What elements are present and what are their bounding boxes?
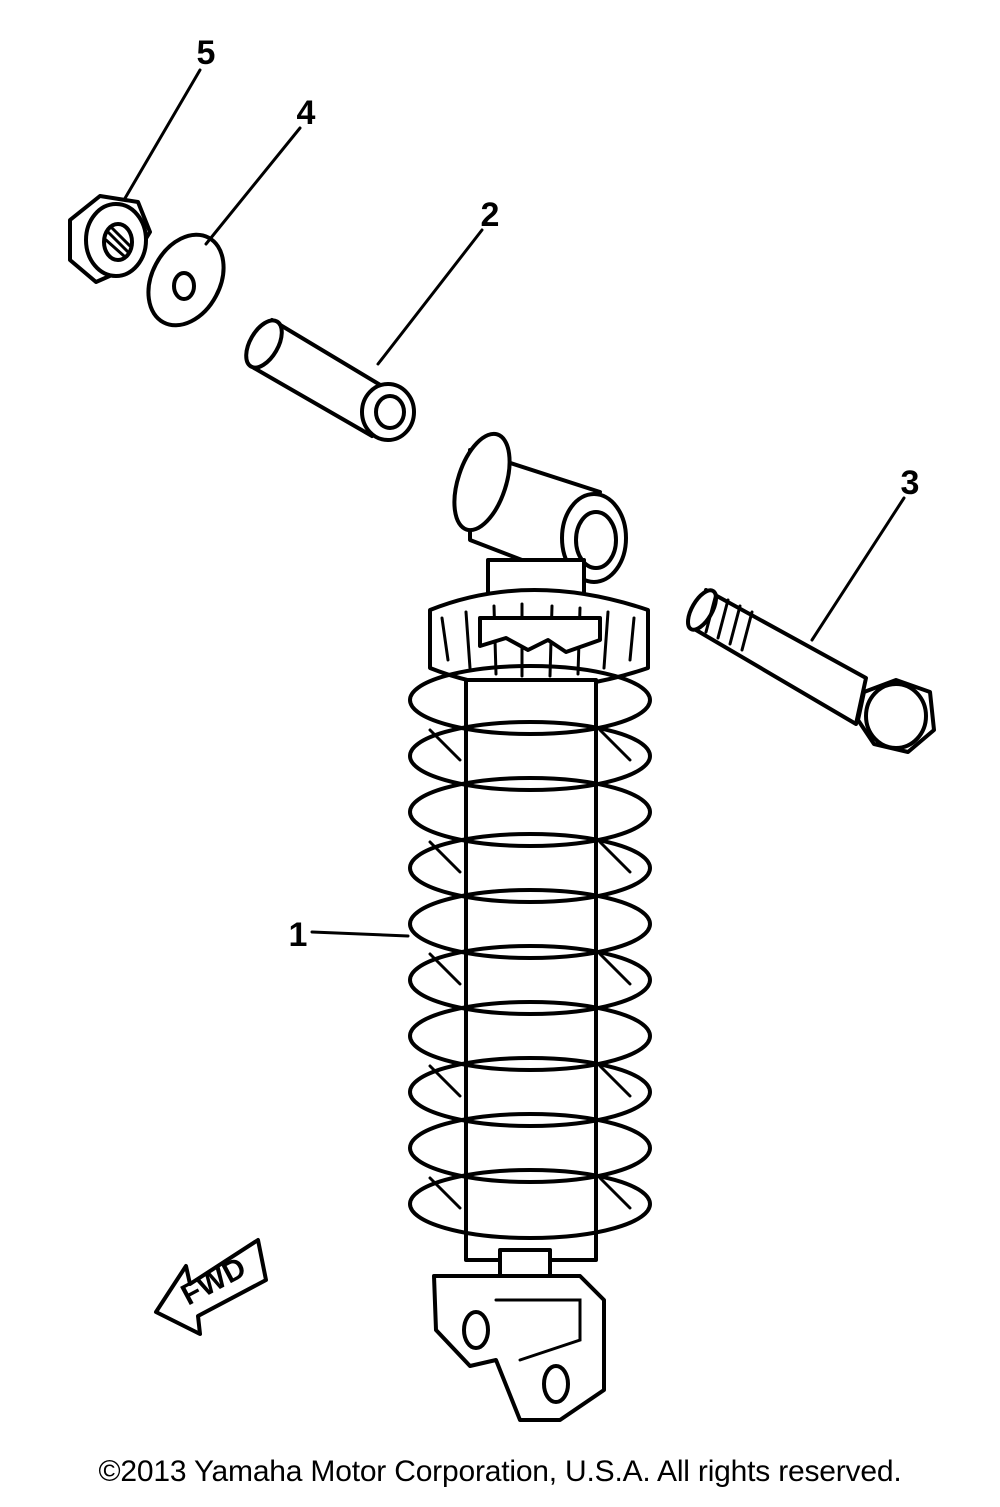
leader-lines — [122, 68, 906, 938]
callout-5: 5 — [197, 34, 216, 72]
copyright-notice: ©2013 Yamaha Motor Corporation, U.S.A. A… — [98, 1455, 902, 1488]
spring-coils — [408, 664, 652, 1240]
part-4-washer[interactable] — [133, 222, 238, 339]
callout-2: 2 — [481, 196, 500, 234]
callout-1: 1 — [289, 916, 308, 954]
callout-3: 3 — [901, 464, 920, 502]
fwd-arrow: FWD — [154, 1238, 268, 1336]
part-3-bolt[interactable] — [682, 586, 936, 754]
callout-4: 4 — [297, 94, 316, 132]
part-2-collar[interactable] — [239, 314, 416, 442]
exploded-parts-diagram: FWD 5 4 2 3 1 — [68, 34, 936, 1422]
part-5-nut[interactable] — [68, 194, 152, 284]
part-1-shock-absorber[interactable] — [408, 427, 652, 1422]
